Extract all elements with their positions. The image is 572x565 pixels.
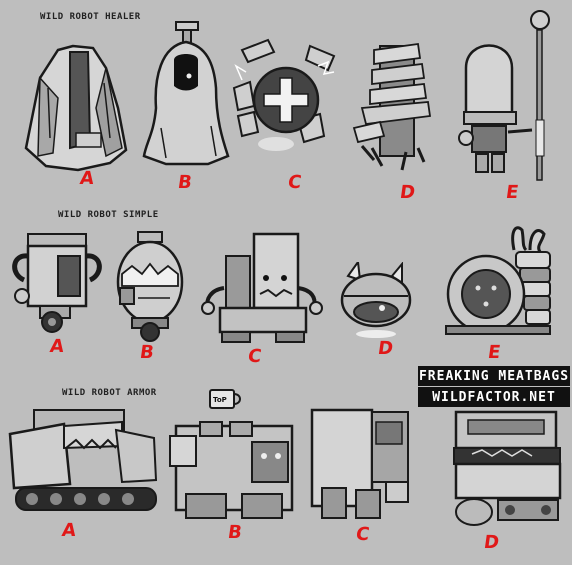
armor-a-tank-figure [8,409,158,511]
armor-d-stack-figure [453,410,562,526]
armor-c-plate-figure [310,408,409,519]
armor-d-label: D [482,532,501,553]
armor-b-label: B [226,522,244,543]
simple-d-label: D [376,338,395,359]
armor-a-label: A [60,520,78,541]
simple-e-label: E [486,342,502,363]
healer-d-bandage-figure [352,42,432,171]
healer-c-orb-figure [232,38,336,151]
simple-c-label: C [246,346,263,367]
section-title-armor: WILD ROBOT ARMOR [62,388,157,398]
healer-b-label: B [176,172,194,193]
healer-a-cloak-figure [24,44,128,172]
simple-d-spikeball-figure [340,262,412,338]
armor-c-label: C [354,524,371,545]
simple-a-wheel-figure [12,233,102,333]
healer-d-label: D [398,182,417,203]
healer-e-label: E [504,182,520,203]
armor-b-block-figure [169,389,294,519]
section-title-simple: WILD ROBOT SIMPLE [58,210,159,220]
simple-a-label: A [48,336,66,357]
simple-c-boxhead-figure [201,232,323,343]
healer-a-label: A [78,168,96,189]
simple-b-egg-figure [116,231,184,342]
section-title-healer: WILD ROBOT HEALER [40,12,141,22]
healer-b-hooded-figure [142,21,230,166]
banner-line-2: WILDFACTOR.NET [418,387,570,407]
simple-b-label: B [138,342,156,363]
banner-line-1: FREAKING MEATBAGS [418,366,570,386]
healer-c-label: C [286,172,303,193]
simple-e-snail-figure [445,226,551,335]
healer-e-dome-figure [458,10,550,181]
mug-label: ToP [213,396,227,404]
